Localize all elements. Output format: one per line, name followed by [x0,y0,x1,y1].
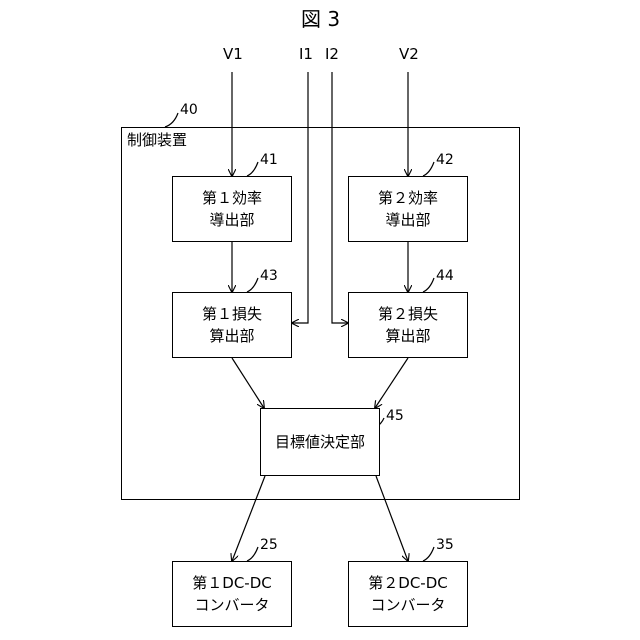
ref-leader-25 [247,547,258,561]
block-label-line2: 導出部 [385,209,430,231]
input-label-v2: V2 [399,47,419,62]
block-label-line1: 目標値決定部 [275,431,365,453]
input-label-i2: I2 [325,47,339,62]
block-label-line1: 第１損失 [202,303,262,325]
first-loss-block: 第１損失 算出部 [172,292,292,358]
block-label-line1: 第２損失 [378,303,438,325]
ref-number-35: 35 [436,538,454,552]
ref-number-44: 44 [436,269,454,283]
block-label-line1: 第１DC-DC [192,572,271,594]
block-label-line2: コンバータ [370,594,445,616]
block-label-line2: コンバータ [194,594,269,616]
first-dcdc-converter-block: 第１DC-DC コンバータ [172,561,292,627]
second-efficiency-block: 第２効率 導出部 [348,176,468,242]
second-dcdc-converter-block: 第２DC-DC コンバータ [348,561,468,627]
ref-number-25: 25 [260,538,278,552]
ref-number-43: 43 [260,269,278,283]
input-label-v1: V1 [223,47,243,62]
ref-number-40: 40 [180,103,198,117]
ref-number-42: 42 [436,153,454,167]
block-label-line2: 算出部 [385,325,430,347]
input-label-i1: I1 [299,47,313,62]
ref-leader-40 [165,113,178,127]
block-label-line2: 算出部 [209,325,254,347]
ref-number-41: 41 [260,153,278,167]
block-label-line2: 導出部 [209,209,254,231]
second-loss-block: 第２損失 算出部 [348,292,468,358]
block-label-line1: 第２効率 [378,187,438,209]
ref-leader-35 [423,547,434,561]
figure-title: 図 3 [301,9,340,29]
target-value-block: 目標値決定部 [260,408,380,476]
block-label-line1: 第１効率 [202,187,262,209]
first-efficiency-block: 第１効率 導出部 [172,176,292,242]
ref-number-45: 45 [386,409,404,423]
controller-label: 制御装置 [127,133,187,148]
block-label-line1: 第２DC-DC [368,572,447,594]
